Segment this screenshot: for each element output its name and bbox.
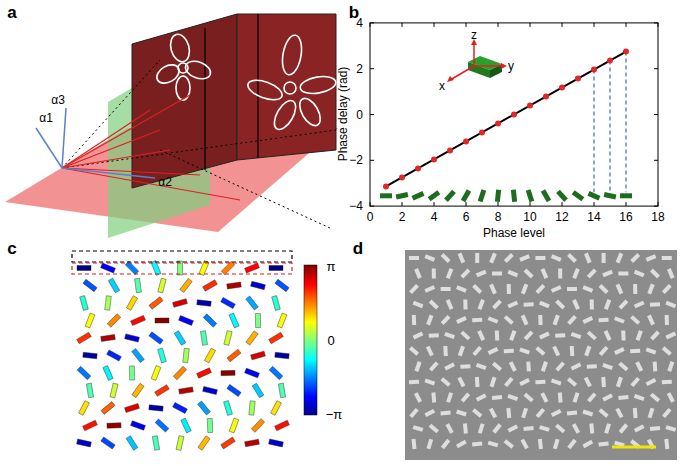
axis-label: x xyxy=(439,80,445,92)
axis-label: 4 xyxy=(431,211,438,223)
axis-label: Phase delay (rad) xyxy=(337,67,349,162)
axis-label: −π xyxy=(326,408,343,421)
axis-label: y xyxy=(508,60,514,72)
axis-label: 4 xyxy=(356,17,363,29)
axis-label: 0 xyxy=(327,334,334,347)
axis-label: −4 xyxy=(349,200,363,212)
scale-bar xyxy=(612,446,656,449)
axis-label: 0 xyxy=(356,109,363,121)
axis-label: 8 xyxy=(495,211,502,223)
axis-label: 12 xyxy=(555,211,568,223)
panel-label: d xyxy=(353,240,363,257)
axis-label: α2 xyxy=(158,176,172,188)
axis-label: z xyxy=(471,29,477,41)
axis-label: Phase level xyxy=(483,227,545,239)
axis-label: π xyxy=(327,260,336,273)
axis-label: α3 xyxy=(51,94,65,106)
axis-label: −2 xyxy=(349,154,363,166)
axis-label: α1 xyxy=(39,112,53,124)
axis-label: 18 xyxy=(651,211,664,223)
sem-rods xyxy=(409,253,676,450)
panel-label: a xyxy=(7,4,16,21)
axis-label: 0 xyxy=(367,211,374,223)
phase-plot xyxy=(370,23,658,206)
metasurface-map xyxy=(77,261,290,451)
axis-label: 16 xyxy=(619,211,632,223)
axis-label: 2 xyxy=(356,63,363,75)
sem-image xyxy=(405,250,677,460)
axis-label: 10 xyxy=(523,211,536,223)
panel-label: c xyxy=(7,240,16,257)
axis-label: 2 xyxy=(399,211,406,223)
colorbar xyxy=(304,265,317,415)
hologram-scene xyxy=(5,14,338,238)
axis-label: 14 xyxy=(587,211,600,223)
axis-label: 6 xyxy=(463,211,470,223)
